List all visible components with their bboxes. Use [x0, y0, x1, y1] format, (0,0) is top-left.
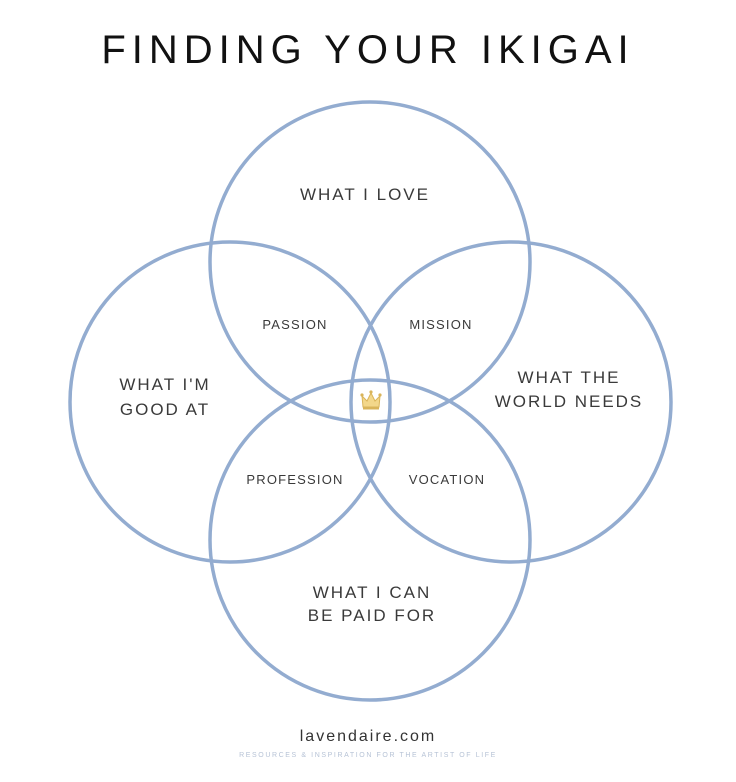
crown-icon	[360, 390, 382, 410]
circle-what-i-love	[208, 100, 532, 424]
label-what-i-can-be-paid-for-2: BE PAID FOR	[308, 606, 436, 625]
circle-what-the-world-needs	[349, 240, 673, 564]
footer-site: lavendaire.com	[299, 728, 437, 745]
label-what-im-good-at-2: GOOD AT	[120, 400, 210, 419]
circle-what-i-can-be-paid-for	[208, 378, 532, 702]
label-vocation: VOCATION	[409, 472, 486, 487]
label-what-i-love: WHAT I LOVE	[300, 185, 430, 204]
label-mission: MISSION	[409, 317, 472, 332]
label-what-im-good-at-1: WHAT I'M	[119, 375, 210, 394]
label-what-the-world-needs-1: WHAT THE	[518, 368, 621, 387]
label-what-i-can-be-paid-for-1: WHAT I CAN	[313, 583, 432, 602]
label-passion: PASSION	[262, 317, 327, 332]
footer-tagline: RESOURCES & INSPIRATION FOR THE ARTIST O…	[239, 752, 497, 759]
circle-what-im-good-at	[68, 240, 392, 564]
label-what-the-world-needs-2: WORLD NEEDS	[495, 392, 644, 411]
label-profession: PROFESSION	[246, 472, 343, 487]
page-title: FINDING YOUR IKIGAI	[101, 28, 635, 72]
